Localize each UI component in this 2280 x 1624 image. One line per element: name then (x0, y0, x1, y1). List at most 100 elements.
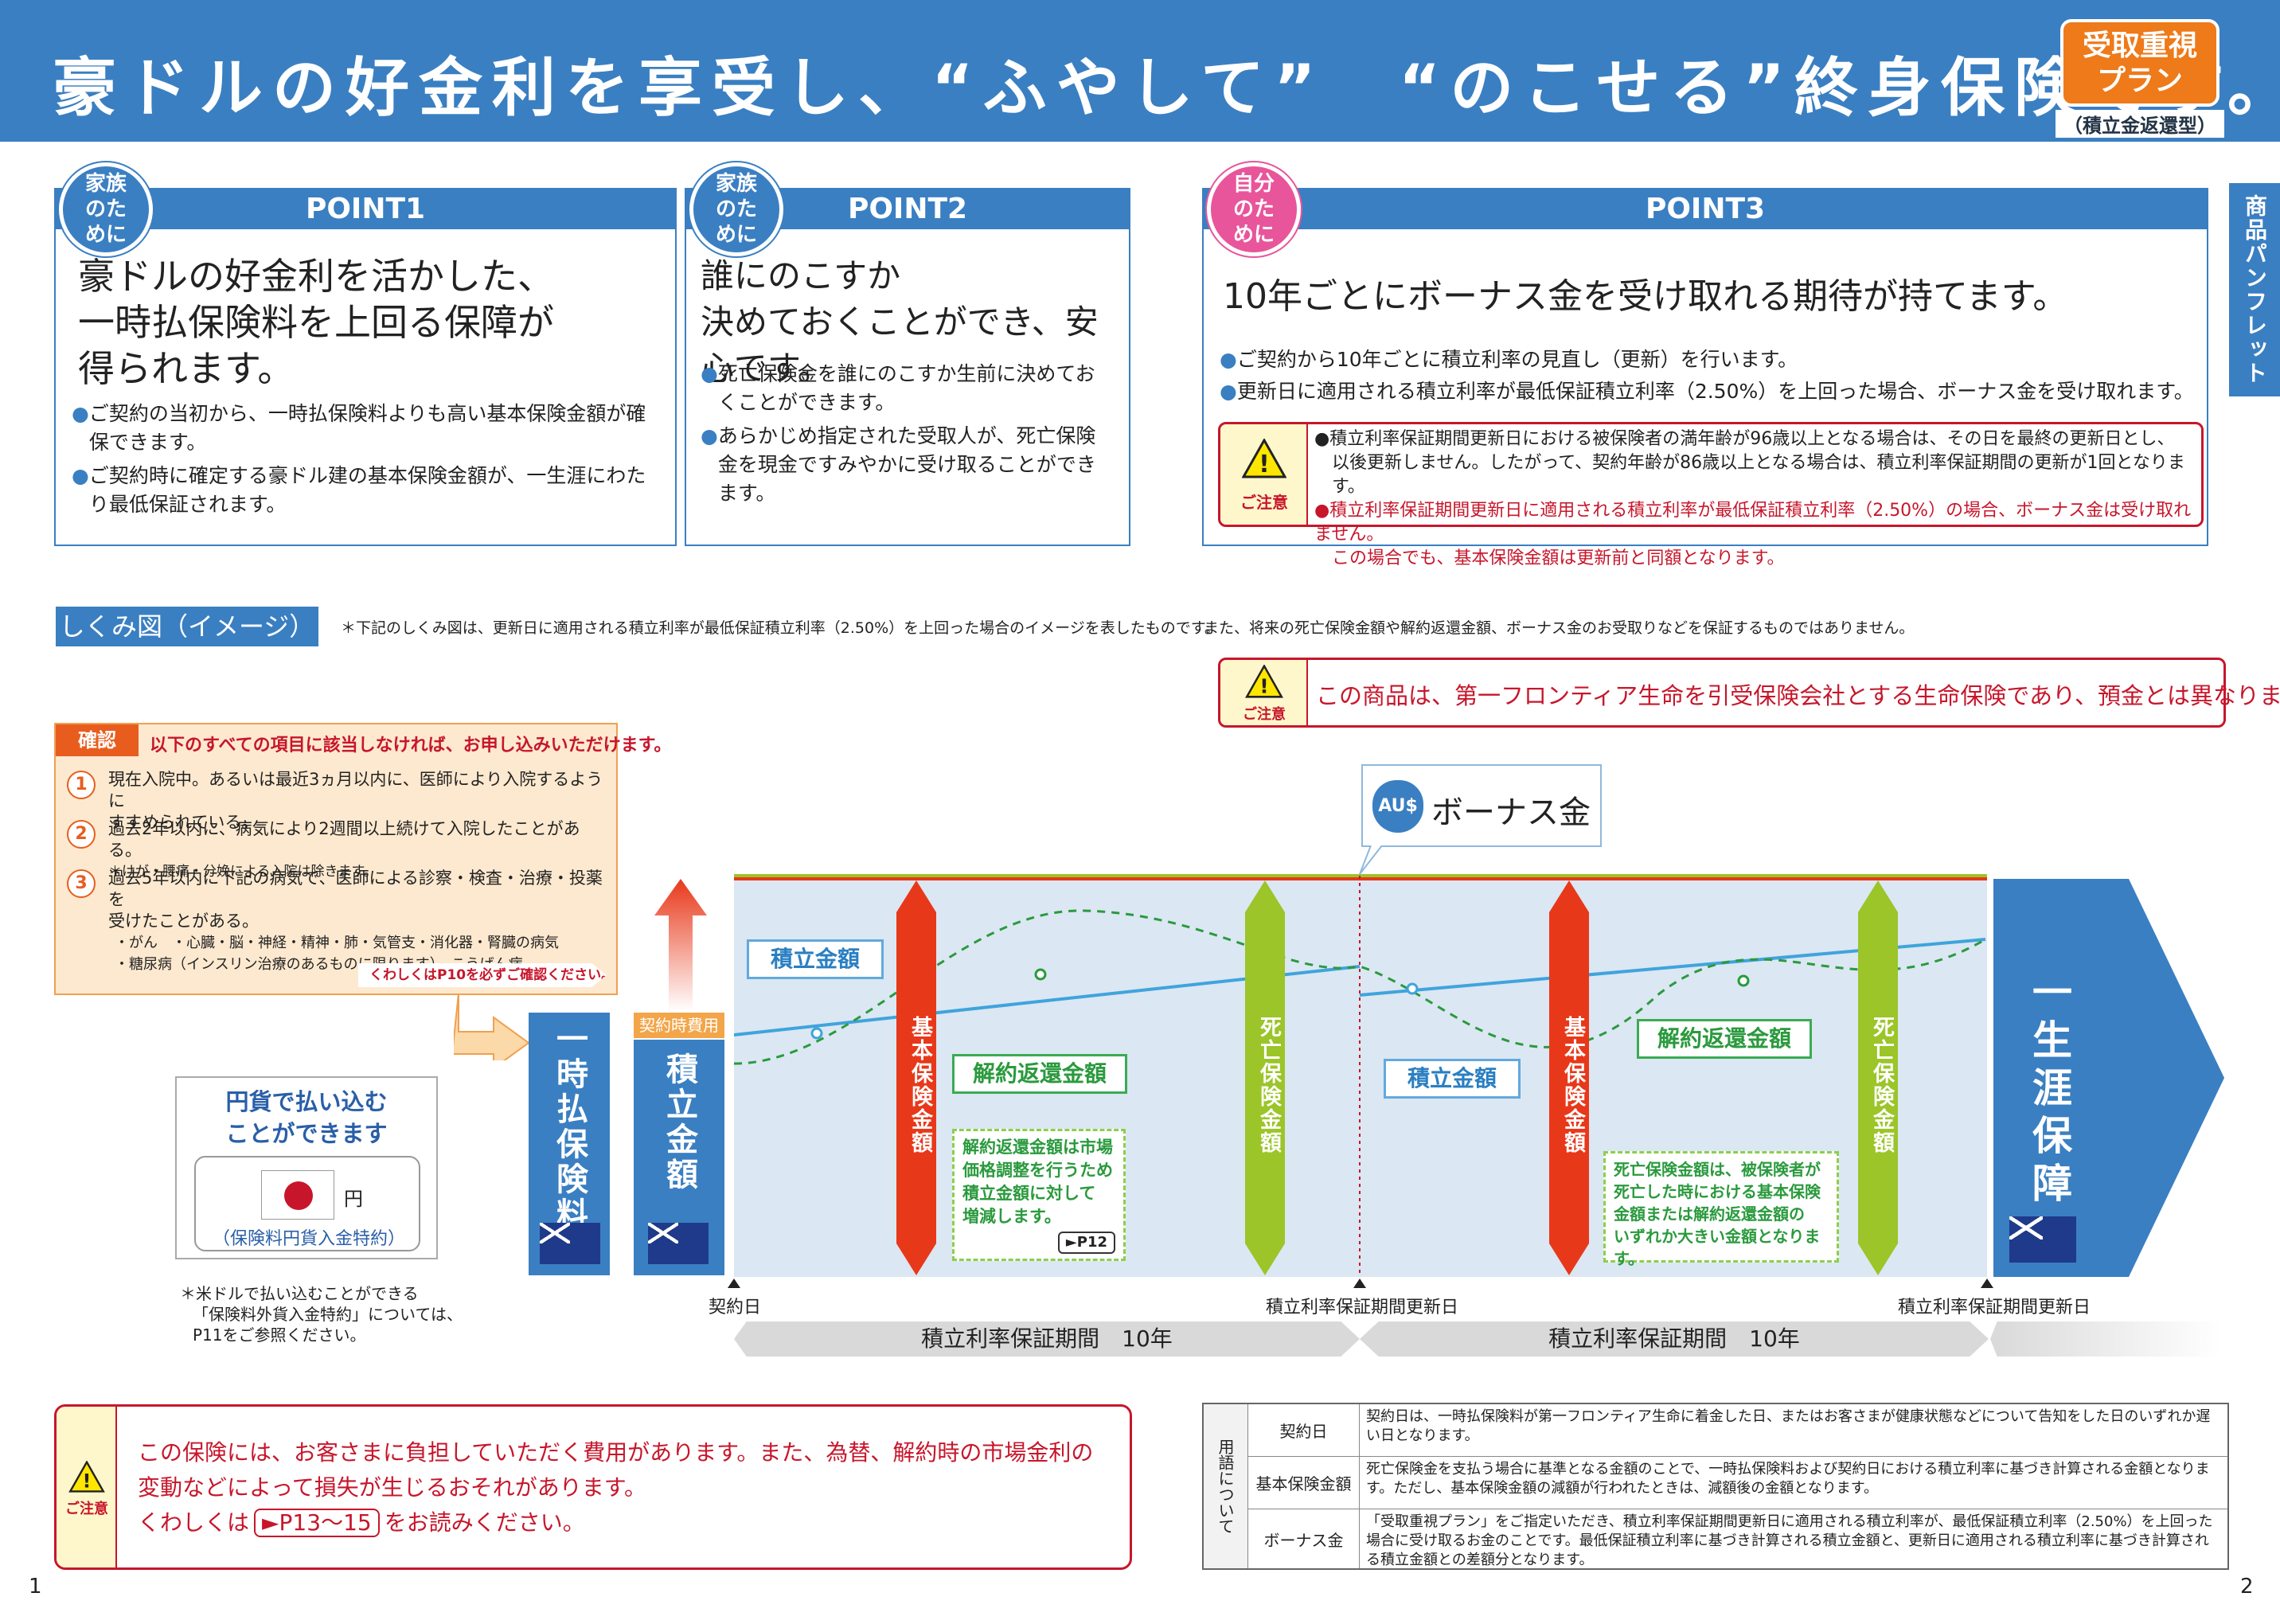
aud-money-bag-icon: AU$ (1372, 780, 1423, 833)
glossary-table: 用語について 契約日契約日は、一時払保険料が第一フロンティア生命に着金した日、ま… (1202, 1403, 2229, 1570)
premium-bar: 一時払保険料 (529, 1013, 610, 1275)
plan-subtitle: （積立金返還型） (2056, 110, 2224, 138)
bullet-item: ●あらかじめ指定された受取人が、死亡保険金を現金ですみやかに受け取ることができま… (701, 422, 1115, 508)
caution-label: ご注意 (65, 1501, 108, 1517)
warning-icon: ! (1245, 665, 1283, 698)
death-amount-label-1: 死亡保険金額 (1256, 1016, 1281, 1154)
timeline-tick (1353, 1279, 1366, 1288)
point3-caution: ! ご注意 ●積立利率保証期間更新日における被保険者の満年齢が96歳以上となる場… (1218, 422, 2204, 568)
table-row: 契約日契約日は、一時払保険料が第一フロンティア生命に着金した日、またはお客さまが… (1248, 1404, 2227, 1457)
point3-bullets: ●ご契約から10年ごとに積立利率の見直し（更新）を行います。 ●更新日に適用され… (1220, 345, 2199, 406)
point3-title: 10年ごとにボーナス金を受け取れる期待が持てます。 (1223, 276, 2068, 317)
australia-flag-icon (648, 1223, 709, 1264)
point2-badge: 家族のために (689, 162, 783, 256)
renewal-date-label-2: 積立利率保証期間更新日 (1898, 1298, 2091, 1318)
death-amount-arrow-1 (1245, 880, 1285, 1275)
timeline-tick (1981, 1279, 1993, 1288)
caution-label: ご注意 (1243, 706, 1286, 723)
reserve-label: 積立金額 (661, 1052, 697, 1193)
table-row: ボーナス金「受取重視プラン」をご指定いただき、積立利率保証期間更新日に適用される… (1248, 1509, 2227, 1568)
yen-currency: 円 (344, 1188, 363, 1210)
plan-badge: 受取重視プラン (2060, 19, 2219, 107)
bonus-label: ボーナス金 (1431, 794, 1591, 831)
point3-badge: 自分のために (1207, 162, 1301, 256)
page-number-left: 1 (29, 1575, 42, 1599)
svg-text:!: ! (1259, 451, 1270, 478)
warning-icon: ! (68, 1461, 105, 1493)
basic-amount-arrow-2 (1549, 880, 1589, 1275)
cost-tag: 契約時費用 (634, 1013, 724, 1038)
bullet-item: ●死亡保険金を誰にのこすか生前に決めておくことができます。 (701, 360, 1115, 417)
surrender-curve (734, 909, 1986, 1065)
eligibility-box: 以下のすべての項目に該当しなければ、お申し込みいただけます。 1 現在入院中。あ… (54, 723, 671, 995)
mechanism-note-2: また、将来の死亡保険金額や解約返還金額、ボーナス金のお受取りなどを保証するもので… (1204, 619, 1915, 637)
increase-arrow (654, 879, 707, 1011)
bonus-callout: AU$ ボーナス金 (1361, 764, 1602, 847)
basic-amount-label-1: 基本保険金額 (908, 1016, 932, 1154)
bullet-item: ●ご契約から10年ごとに積立利率の見直し（更新）を行います。 (1220, 345, 2199, 374)
bullet-item: ●更新日に適用される積立利率が最低保証積立利率（2.50%）を上回った場合、ボー… (1220, 377, 2199, 406)
lifetime-label: 一生涯保障 (2026, 971, 2072, 1210)
svg-text:!: ! (83, 1470, 92, 1493)
reserve-bar: 積立金額 (634, 1040, 724, 1275)
bullet-icon: ● (701, 362, 718, 385)
number-badge: 3 (67, 869, 96, 898)
mechanism-label: しくみ図（イメージ） (56, 607, 318, 646)
renewal-date-label-1: 積立利率保証期間更新日 (1266, 1298, 1459, 1318)
australia-flag-icon (540, 1223, 600, 1264)
reserve-amount-label-2: 積立金額 (1384, 1059, 1521, 1099)
warning-icon: ! (1242, 439, 1286, 478)
guarantee-period-1: 積立利率保証期間 10年 (734, 1321, 1360, 1357)
bullet-item: ●ご契約の当初から、一時払保険料よりも高い基本保険金額が確保できます。 (72, 400, 661, 457)
point3-card: POINT3 10年ごとにボーナス金を受け取れる期待が持てます。 ●ご契約から1… (1202, 188, 2208, 546)
surrender-label-2: 解約返還金額 (1637, 1019, 1812, 1059)
bullet-icon: ● (1220, 348, 1237, 371)
number-badge: 1 (67, 771, 96, 799)
reserve-amount-label-1: 積立金額 (747, 939, 884, 979)
flow-arrow (454, 994, 530, 1060)
death-note: 死亡保険金額は、被保険者が 死亡した時における基本保険 金額または解約返還金額の… (1603, 1151, 1839, 1268)
lifetime-period-fade (1990, 1321, 2221, 1357)
yen-footnote: ＊米ドルで払い込むことができる 「保険料外貨入金特約」については、 P11をご参… (180, 1284, 463, 1345)
point1-bullets: ●ご契約の当初から、一時払保険料よりも高い基本保険金額が確保できます。 ●ご契約… (72, 400, 661, 519)
australia-flag-icon (2009, 1216, 2076, 1263)
header-banner (0, 0, 2280, 142)
death-amount-label-2: 死亡保険金額 (1869, 1016, 1894, 1154)
yen-payment-box: 円貨で払い込むことができます 円 （保険料円貨入金特約） (175, 1076, 438, 1259)
bonus-callout-pointer (1359, 845, 1383, 875)
yen-title: 円貨で払い込むことができます (225, 1088, 388, 1147)
glossary-side-label: 用語について (1204, 1404, 1248, 1568)
number-badge: 2 (67, 820, 96, 849)
mechanism-note: ＊下記のしくみ図は、更新日に適用される積立利率が最低保証積立利率（2.50%）を… (341, 619, 1220, 637)
basic-amount-label-2: 基本保険金額 (1560, 1016, 1585, 1154)
yen-card: 円 （保険料円貨入金特約） (194, 1156, 420, 1251)
point1-heading: POINT1 (56, 189, 675, 229)
bullet-item: ●ご契約時に確定する豪ドル建の基本保険金額が、一生涯にわたり最低保証されます。 (72, 462, 661, 519)
caution-panel: ! ご注意 (1220, 660, 1308, 725)
caution-panel: ! ご注意 (1220, 424, 1308, 525)
cost-caution: ! ご注意 この保険には、お客さまに負担していただく費用があります。また、為替、… (54, 1404, 1132, 1570)
yen-rider: （保険料円貨入金特約） (212, 1229, 405, 1249)
point3-heading: POINT3 (1204, 189, 2207, 229)
cost-caution-text: この保険には、お客さまに負担していただく費用があります。また、為替、解約時の市場… (138, 1439, 1094, 1537)
page-title: 豪ドルの好金利を享受し、“ふやして” “のこせる”終身保険です。 (53, 51, 2280, 125)
p12-link[interactable]: ►P12 (1057, 1232, 1115, 1254)
lifetime-arrow (1993, 879, 2224, 1277)
bullet-icon: ● (1220, 380, 1237, 403)
point1-card: POINT1 豪ドルの好金利を活かした、 一時払保険料を上回る保障が 得られます… (54, 188, 677, 546)
point1-title: 豪ドルの好金利を活かした、 一時払保険料を上回る保障が 得られます。 (78, 255, 554, 390)
eligibility-item-3: 3 過去5年以内に下記の病気で、医師による診察・検査・治療・投薬を受けたことがあ… (67, 868, 616, 975)
side-tab-brochure[interactable]: 商品パンフレット (2229, 183, 2280, 396)
japan-flag-icon (261, 1170, 334, 1220)
bullet-icon: ● (72, 464, 89, 487)
eligibility-footer-link[interactable]: くわしくはP10を必ずご確認ください。 (358, 963, 607, 987)
contract-date-label: 契約日 (709, 1298, 762, 1318)
death-amount-arrow-2 (1858, 880, 1898, 1275)
glossary-rows: 契約日契約日は、一時払保険料が第一フロンティア生命に着金した日、またはお客さまが… (1248, 1404, 2227, 1568)
confirm-tag: 確認 (56, 724, 139, 756)
surrender-note: 解約返還金額は市場 価格調整を行うため 積立金額に対して 増減します。 ►P12 (952, 1129, 1126, 1261)
guarantee-period-2: 積立利率保証期間 10年 (1360, 1321, 1989, 1357)
page-number-right: 2 (2240, 1575, 2254, 1599)
bullet-icon: ● (72, 402, 89, 425)
p13-15-link[interactable]: ►P13〜15 (254, 1509, 380, 1537)
